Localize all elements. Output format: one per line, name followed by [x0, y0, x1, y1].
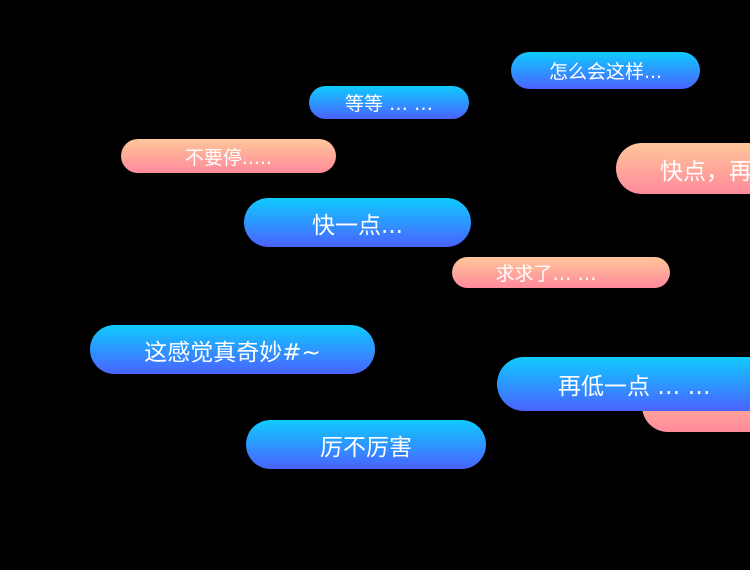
- bubble-text: 不要停.....: [184, 146, 273, 169]
- danmaku-bubble[interactable]: 厉不厉害: [246, 420, 486, 469]
- danmaku-bubble[interactable]: 快一点...: [244, 198, 471, 247]
- bubble-text: 等等 … …: [344, 93, 434, 115]
- bubble-text: 求求了… …: [495, 263, 597, 285]
- danmaku-bubble[interactable]: 这感觉真奇妙#~: [90, 325, 375, 374]
- bubble-text: 快点，再: [660, 158, 750, 185]
- bubble-text: 怎么会这样...: [548, 61, 663, 83]
- bubble-text: 快一点...: [312, 212, 403, 239]
- danmaku-bubble[interactable]: 快点，再: [616, 143, 750, 194]
- danmaku-bubble[interactable]: 再低一点 … …: [497, 357, 750, 411]
- bubble-text: 再低一点 … …: [558, 374, 711, 400]
- danmaku-bubble[interactable]: 不要停.....: [121, 139, 336, 173]
- danmaku-bubble[interactable]: 怎么会这样...: [511, 52, 700, 89]
- bubble-text: 这感觉真奇妙#~: [144, 339, 321, 366]
- danmaku-bubble[interactable]: 等等 … …: [309, 86, 469, 119]
- bubble-text: 厉不厉害: [320, 434, 412, 461]
- danmaku-bubble[interactable]: 求求了… …: [452, 257, 670, 288]
